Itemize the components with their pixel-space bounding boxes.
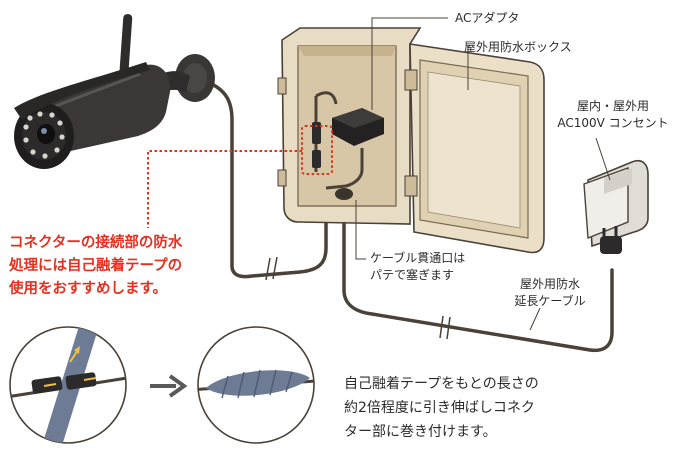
- instruction-line3: ター部に巻き付けます。: [344, 424, 497, 440]
- label-cable-hole-line2: パテで塞ぎます: [370, 268, 455, 282]
- warning-line2: 処理には自己融着テープの: [9, 258, 183, 274]
- label-ac-adapter: ACアダプタ: [455, 11, 520, 25]
- tape-before-illustration: [9, 326, 127, 444]
- warning-line3: 使用をおすすめします。: [9, 281, 168, 297]
- camera-illustration: [14, 14, 215, 169]
- ir-leds: [23, 111, 65, 159]
- antenna: [118, 14, 133, 84]
- label-extension-cable: 屋外用防水 延長ケーブル: [500, 276, 600, 310]
- label-cable-hole-line1: ケーブル貫通口は: [370, 251, 466, 265]
- instruction-line1: 自己融着テープをもとの長さの: [344, 376, 539, 392]
- label-extension-line2: 延長ケーブル: [514, 294, 586, 308]
- camera-cable: [206, 80, 328, 279]
- waterproof-box: [277, 27, 545, 254]
- label-extension-line1: 屋外用防水: [519, 277, 580, 291]
- waterproofing-warning: コネクターの接続部の防水 処理には自己融着テープの 使用をおすすめします。: [9, 232, 182, 301]
- label-outlet-line2: AC100V コンセント: [557, 116, 669, 130]
- cable-break-marks: [265, 256, 451, 340]
- outlet-illustration: [583, 159, 649, 254]
- label-outdoor-box: 屋外用防水ボックス: [464, 40, 572, 54]
- warning-line1: コネクターの接続部の防水: [9, 235, 183, 251]
- leader-lines: [355, 17, 611, 331]
- camera-lens: [37, 124, 55, 144]
- label-outlet-line1: 屋内・屋外用: [576, 99, 649, 113]
- tape-instruction: 自己融着テープをもとの長さの 約2倍程度に引き伸ばしコネク ター部に巻き付けます…: [344, 372, 539, 444]
- label-cable-hole: ケーブル貫通口は パテで塞ぎます: [370, 250, 465, 284]
- label-outlet: 屋内・屋外用 AC100V コンセント: [555, 98, 671, 132]
- instruction-line2: 約2倍程度に引き伸ばしコネク: [344, 400, 535, 416]
- wrapped-tape: [206, 370, 310, 396]
- cables: [206, 80, 614, 353]
- tape-after-illustration: [197, 326, 315, 444]
- connector-highlight: [147, 125, 333, 228]
- cable-connector: [312, 122, 321, 144]
- arrow-icon: [150, 374, 188, 398]
- extension-cable: [342, 196, 614, 353]
